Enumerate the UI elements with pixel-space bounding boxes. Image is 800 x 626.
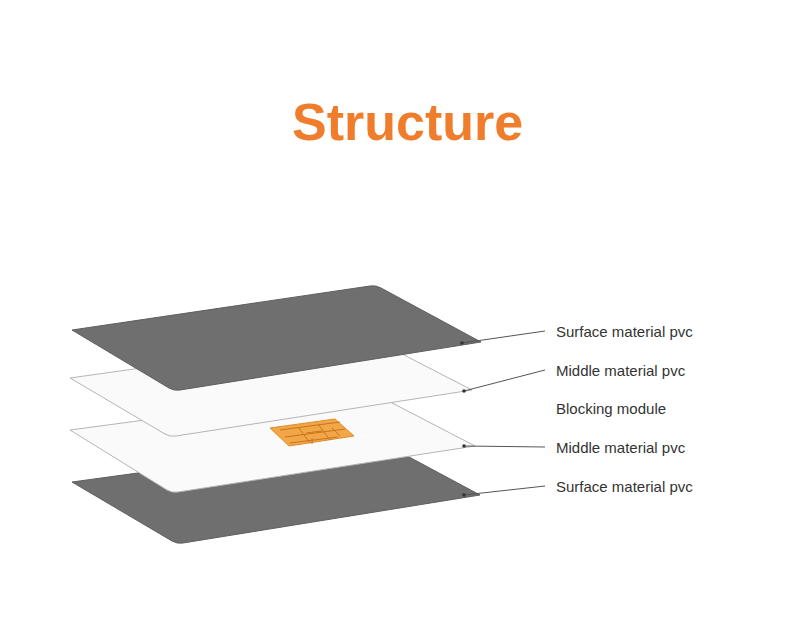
leader-lines <box>462 331 545 495</box>
layer-label: Surface material pvc <box>556 323 693 340</box>
page-title: Structure <box>292 92 523 152</box>
layer-label: Blocking module <box>556 400 666 417</box>
blocking-module <box>270 419 354 446</box>
surface-layer-top <box>72 286 481 391</box>
layer-label: Middle material pvc <box>556 362 685 379</box>
layer-label: Middle material pvc <box>556 439 685 456</box>
leader-dots <box>460 341 466 497</box>
layer-label: Surface material pvc <box>556 478 693 495</box>
